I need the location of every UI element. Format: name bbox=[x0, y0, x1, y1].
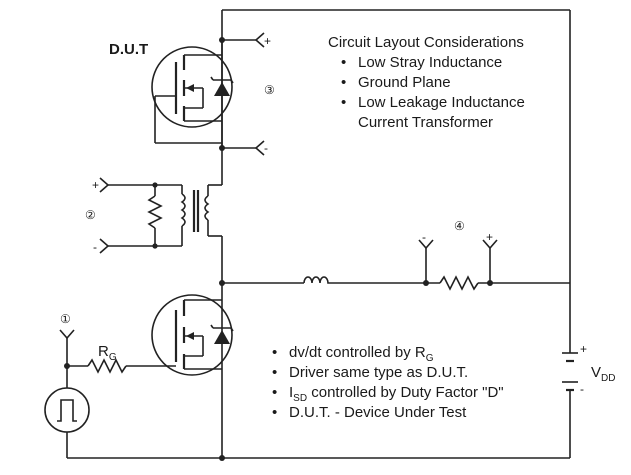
marker-3: ③ bbox=[264, 83, 275, 97]
stray-inductor-symbol bbox=[303, 276, 330, 284]
bullet-1: • bbox=[341, 54, 346, 71]
device-under-test-label: D.U.T bbox=[109, 41, 148, 58]
driver-mosfet-symbol bbox=[126, 294, 234, 420]
dut-probe-minus: - bbox=[264, 141, 268, 155]
ct-plus: + bbox=[92, 178, 99, 192]
gate-resistor-label: RG bbox=[98, 343, 117, 363]
current-transformer-symbol bbox=[99, 177, 222, 254]
vdd-minus: - bbox=[580, 382, 584, 396]
vdd-source-symbol bbox=[562, 352, 578, 392]
notes-item-1: dv/dt controlled by RG bbox=[289, 344, 434, 364]
notes-bullet-3: • bbox=[272, 384, 277, 401]
considerations-title: Circuit Layout Considerations bbox=[328, 34, 524, 51]
dut-probe-plus: + bbox=[264, 34, 271, 48]
considerations-item-3: Low Leakage Inductance bbox=[358, 94, 525, 111]
dut-probe-terminals bbox=[222, 32, 265, 156]
notes-item-1-text: dv/dt controlled by R bbox=[289, 344, 426, 361]
gate-resistor-symbol bbox=[67, 358, 127, 374]
considerations-item-2: Ground Plane bbox=[358, 74, 451, 91]
notes-bullet-1: • bbox=[272, 344, 277, 361]
considerations-item-1: Low Stray Inductance bbox=[358, 54, 502, 71]
notes-item-3-rest: controlled by Duty Factor "D" bbox=[307, 384, 504, 401]
vdd-sub: DD bbox=[601, 373, 615, 384]
vdd-main: V bbox=[591, 364, 601, 381]
notes-item-3-main: I bbox=[289, 384, 293, 401]
notes-bullet-2: • bbox=[272, 364, 277, 381]
ct-minus: - bbox=[93, 240, 97, 254]
notes-item-3-sub: SD bbox=[293, 393, 307, 404]
notes-item-1-sub: G bbox=[426, 353, 434, 364]
bullet-2: • bbox=[341, 74, 346, 91]
notes-item-4: D.U.T. - Device Under Test bbox=[289, 404, 467, 421]
shunt-probe-plus: + bbox=[486, 230, 493, 244]
gate-resistor-sub: G bbox=[109, 352, 117, 363]
marker-2: ② bbox=[85, 208, 96, 222]
shunt-resistor-symbol bbox=[418, 239, 498, 291]
dut-mosfet-symbol bbox=[151, 40, 234, 148]
notes-item-2: Driver same type as D.U.T. bbox=[289, 364, 468, 381]
bullet-3: • bbox=[341, 94, 346, 111]
vdd-plus: + bbox=[580, 342, 587, 356]
marker-1: ① bbox=[60, 312, 71, 326]
notes-item-3: ISD controlled by Duty Factor "D" bbox=[289, 384, 504, 404]
notes-bullet-4: • bbox=[272, 404, 277, 421]
gate-resistor-main: R bbox=[98, 343, 109, 360]
considerations-item-4: Current Transformer bbox=[358, 114, 493, 131]
pulse-generator-symbol bbox=[44, 329, 222, 459]
marker-4: ④ bbox=[454, 219, 465, 233]
vdd-label: VDD bbox=[591, 364, 615, 384]
shunt-probe-minus: - bbox=[422, 230, 426, 244]
